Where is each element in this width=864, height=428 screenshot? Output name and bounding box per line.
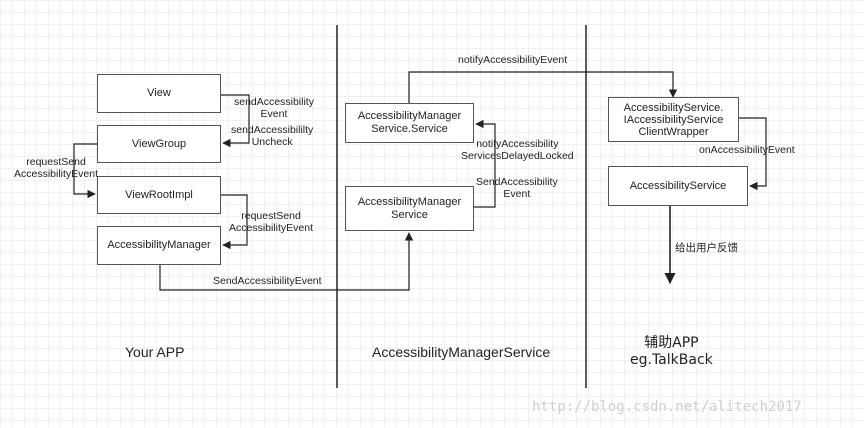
ams-service-box: AccessibilityManager Service: [345, 186, 474, 231]
arrow-clientwrapper-to-accessibilityservice: [739, 117, 767, 191]
viewrootimpl-box: ViewRootImpl: [97, 176, 221, 214]
zone-title-your-app: Your APP: [125, 344, 185, 360]
zone-title-ams: AccessibilityManagerService: [372, 344, 551, 360]
watermark-text: http://blog.csdn.net/alitech2017: [532, 399, 802, 415]
label-user-feedback: 给出用户反馈: [675, 242, 738, 254]
label-notify-services-delayed: notifyAccessibility ServicesDelayedLocke…: [461, 138, 574, 162]
label-send-accessibility-event-bottom: SendAccessibilityEvent: [213, 275, 322, 287]
arrow-viewgroup-to-viewrootimpl: [73, 143, 97, 199]
arrow-accessibilitymanager-to-ams-service: [159, 232, 414, 291]
arrow-ams-service-to-service-service: [474, 119, 496, 208]
label-send-accessibility-unchecked: sendAccessibililty Uncheck: [231, 124, 314, 148]
label-on-accessibility-event: onAccessibilityEvent: [699, 144, 795, 156]
label-notify-accessibility-event: notifyAccessibilityEvent: [458, 54, 568, 66]
zone-title-assist-app: 辅助APP eg.TalkBack: [630, 335, 713, 368]
accessibilitymanager-box: AccessibilityManager: [97, 226, 221, 265]
arrow-service-service-to-clientwrapper: [408, 71, 678, 103]
label-send-accessibility-event-mid: SendAccessibility Event: [476, 176, 558, 200]
accessibilityservice-box: AccessibilityService: [608, 166, 748, 206]
ams-service-service-box: AccessibilityManager Service.Service: [345, 103, 474, 143]
arrow-view-to-viewgroup: [221, 94, 250, 148]
viewgroup-box: ViewGroup: [97, 125, 221, 163]
label-send-accessibility-event: sendAccessibility Event: [234, 96, 314, 120]
label-request-send-right: requestSend AccessibilityEvent: [229, 210, 314, 234]
arrow-viewrootimpl-to-accessibilitymanager: [221, 194, 248, 250]
label-request-send-left: requestSend AccessibilityEvent: [14, 156, 99, 180]
clientwrapper-box: AccessibilityService. IAccessibilityServ…: [608, 97, 739, 142]
view-box: View: [97, 74, 221, 113]
